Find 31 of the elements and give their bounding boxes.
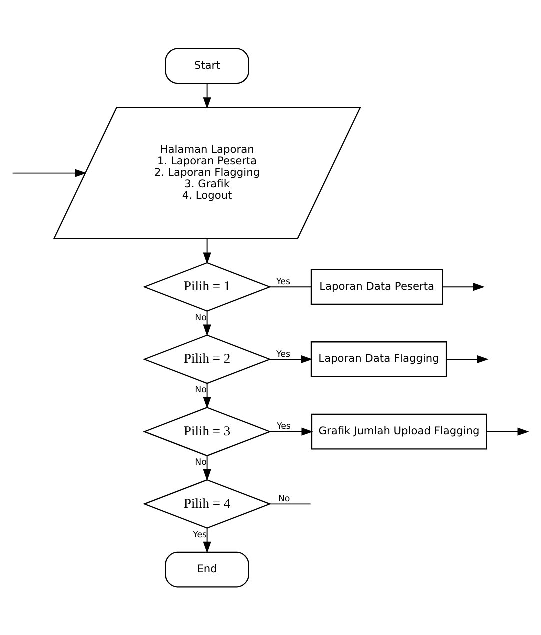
node-diamond: Pilih = 4	[143, 478, 272, 528]
arrow	[203, 382, 212, 408]
connector	[270, 286, 312, 288]
edge-label: Yes	[276, 276, 291, 287]
arrow	[442, 282, 485, 291]
edge-label: Yes	[276, 349, 291, 360]
node-box: Laporan Data Peserta	[310, 268, 444, 305]
arrow	[12, 168, 87, 177]
arrow	[203, 455, 212, 481]
edge-label: Yes	[193, 530, 208, 540]
node-box: End	[165, 551, 250, 588]
arrow	[203, 82, 212, 109]
arrow	[203, 238, 212, 264]
node-box: Start	[165, 48, 250, 84]
arrow	[446, 354, 489, 364]
arrow	[486, 427, 530, 436]
node-diamond: Pilih = 1	[143, 262, 272, 312]
node-diamond: Pilih = 2	[143, 334, 272, 384]
arrow	[203, 528, 212, 553]
edge-label: No	[195, 385, 207, 396]
edge-label: No	[195, 312, 207, 323]
edge-label: No	[278, 494, 290, 504]
node-box: Laporan Data Flagging	[310, 341, 448, 377]
arrow	[270, 354, 313, 364]
arrow	[270, 427, 314, 436]
node-box: Grafik Jumlah Upload Flagging	[311, 413, 488, 450]
edge-label: Yes	[276, 422, 291, 432]
edge-label: No	[195, 457, 207, 468]
arrow	[203, 310, 212, 336]
connector	[270, 503, 312, 504]
node-diamond: Pilih = 3	[143, 406, 272, 456]
